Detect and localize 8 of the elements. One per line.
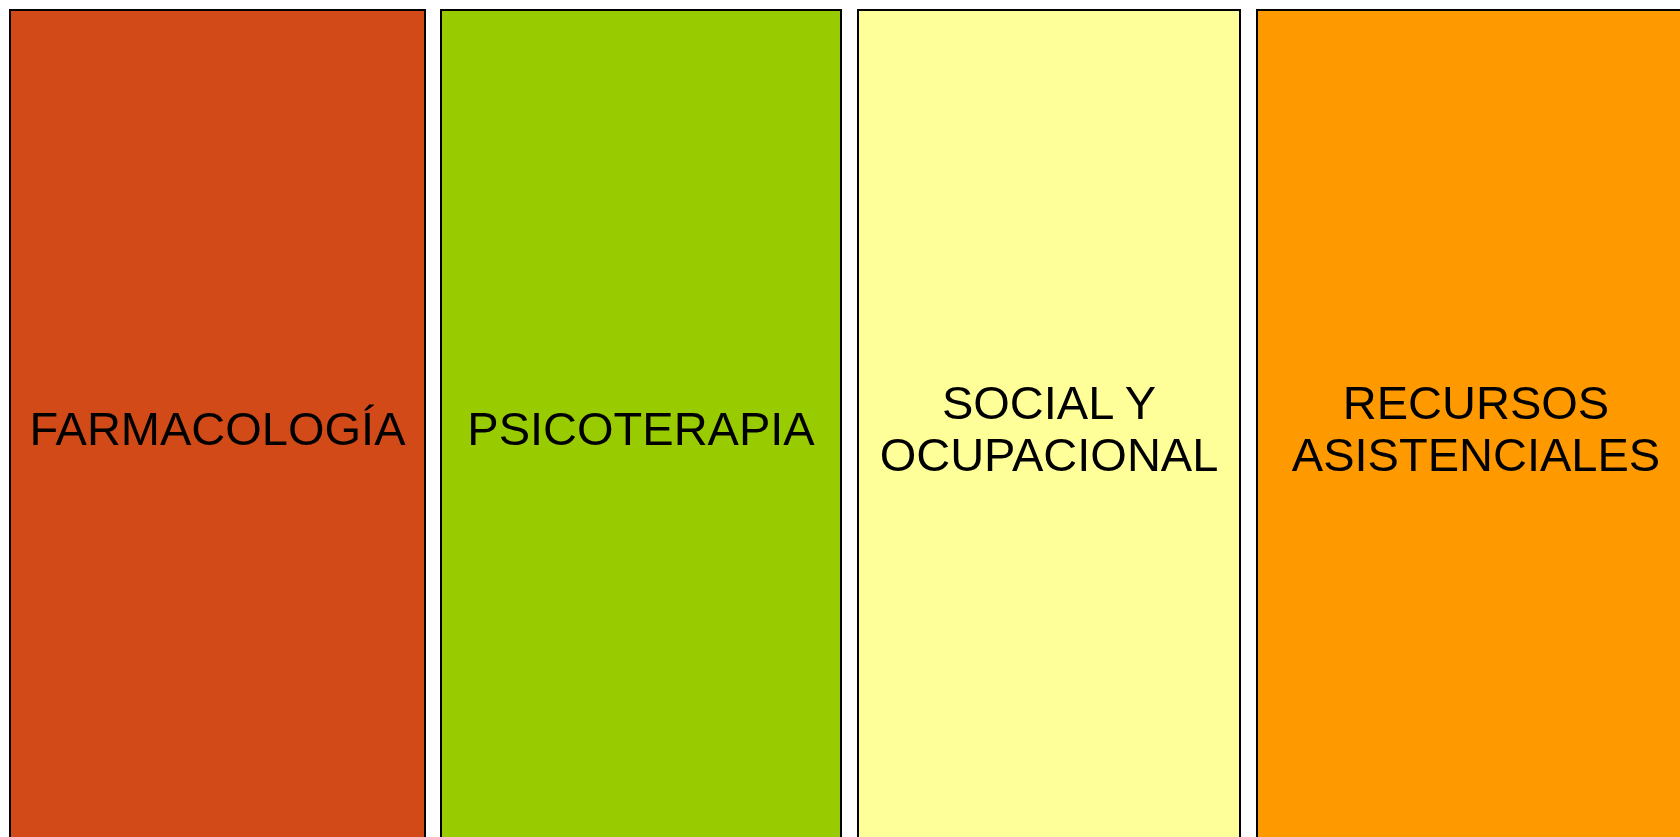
category-column	[9, 9, 426, 837]
column-title: RECURSOS ASISTENCIALES	[1290, 377, 1662, 481]
column-title: PSICOTERAPIA	[466, 403, 816, 455]
category-column	[1256, 9, 1680, 837]
category-column	[440, 9, 842, 837]
category-column	[857, 9, 1241, 837]
column-title: FARMACOLOGÍA	[28, 403, 407, 455]
column-title: SOCIAL Y OCUPACIONAL	[878, 377, 1220, 481]
